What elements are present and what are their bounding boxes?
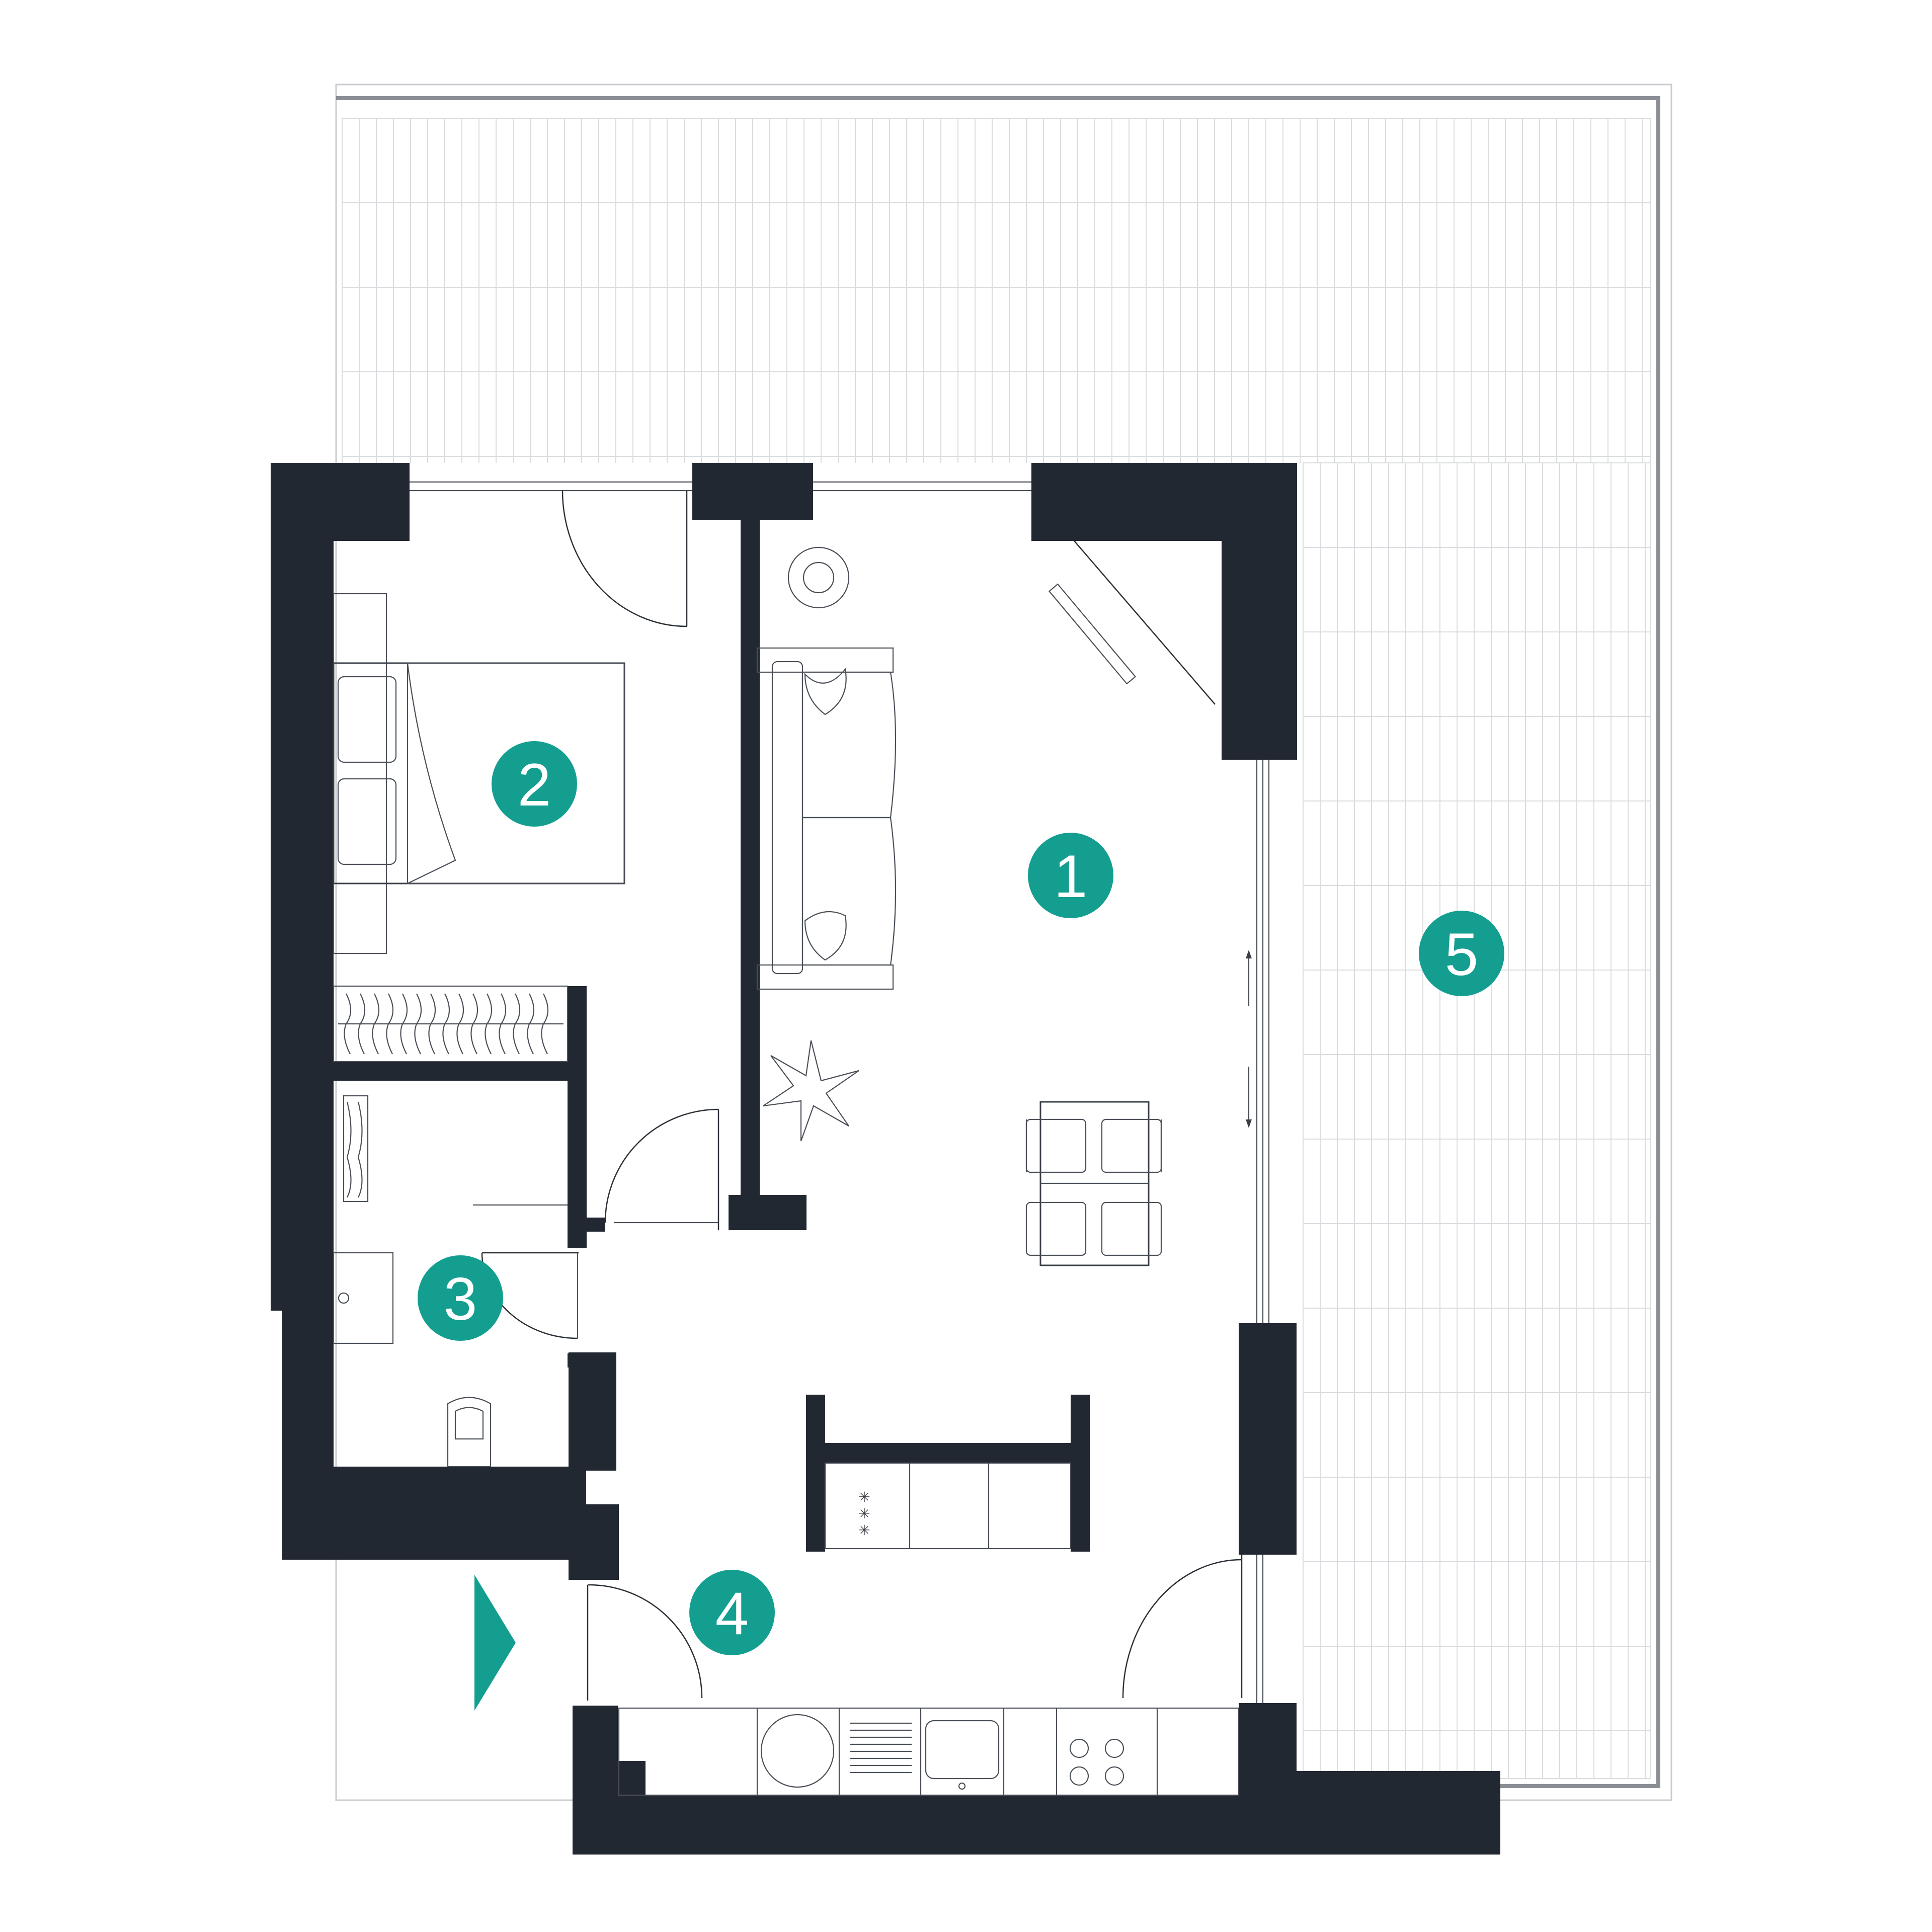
furniture: ✳ ✳ ✳ (333, 546, 1240, 1796)
svg-text:✳: ✳ (858, 1489, 870, 1505)
svg-text:✳: ✳ (858, 1522, 870, 1539)
terrace-decking-grid (342, 118, 1651, 1779)
room-badge-1: 1 (1028, 833, 1113, 918)
cooktop (1069, 1738, 1124, 1786)
room-number: 2 (518, 751, 551, 819)
terrace (335, 84, 1672, 1801)
bed (333, 662, 625, 884)
dishwasher (850, 1722, 912, 1774)
room-number: 5 (1445, 921, 1479, 988)
walls (271, 463, 1500, 1855)
plant-icon (763, 1040, 859, 1142)
room-badge-5: 5 (1419, 911, 1504, 996)
radiator (343, 1095, 369, 1202)
room-badge-2: 2 (492, 741, 577, 827)
washing-machine (760, 1714, 835, 1788)
room-number: 3 (444, 1265, 477, 1333)
wardrobe-hangers (338, 993, 564, 1055)
room-badge-4: 4 (689, 1570, 775, 1655)
windows (410, 481, 1270, 1703)
room-badge-3: 3 (418, 1255, 503, 1341)
entrance-arrow-icon (474, 1575, 516, 1711)
doors (481, 490, 1243, 1701)
pillow (337, 778, 397, 865)
pillow (337, 676, 397, 763)
sink (925, 1720, 1000, 1780)
room-number: 1 (1054, 843, 1088, 910)
shower (333, 1252, 394, 1344)
room-number: 4 (715, 1580, 749, 1647)
svg-text:✳: ✳ (858, 1505, 870, 1522)
toilet (447, 1397, 492, 1468)
